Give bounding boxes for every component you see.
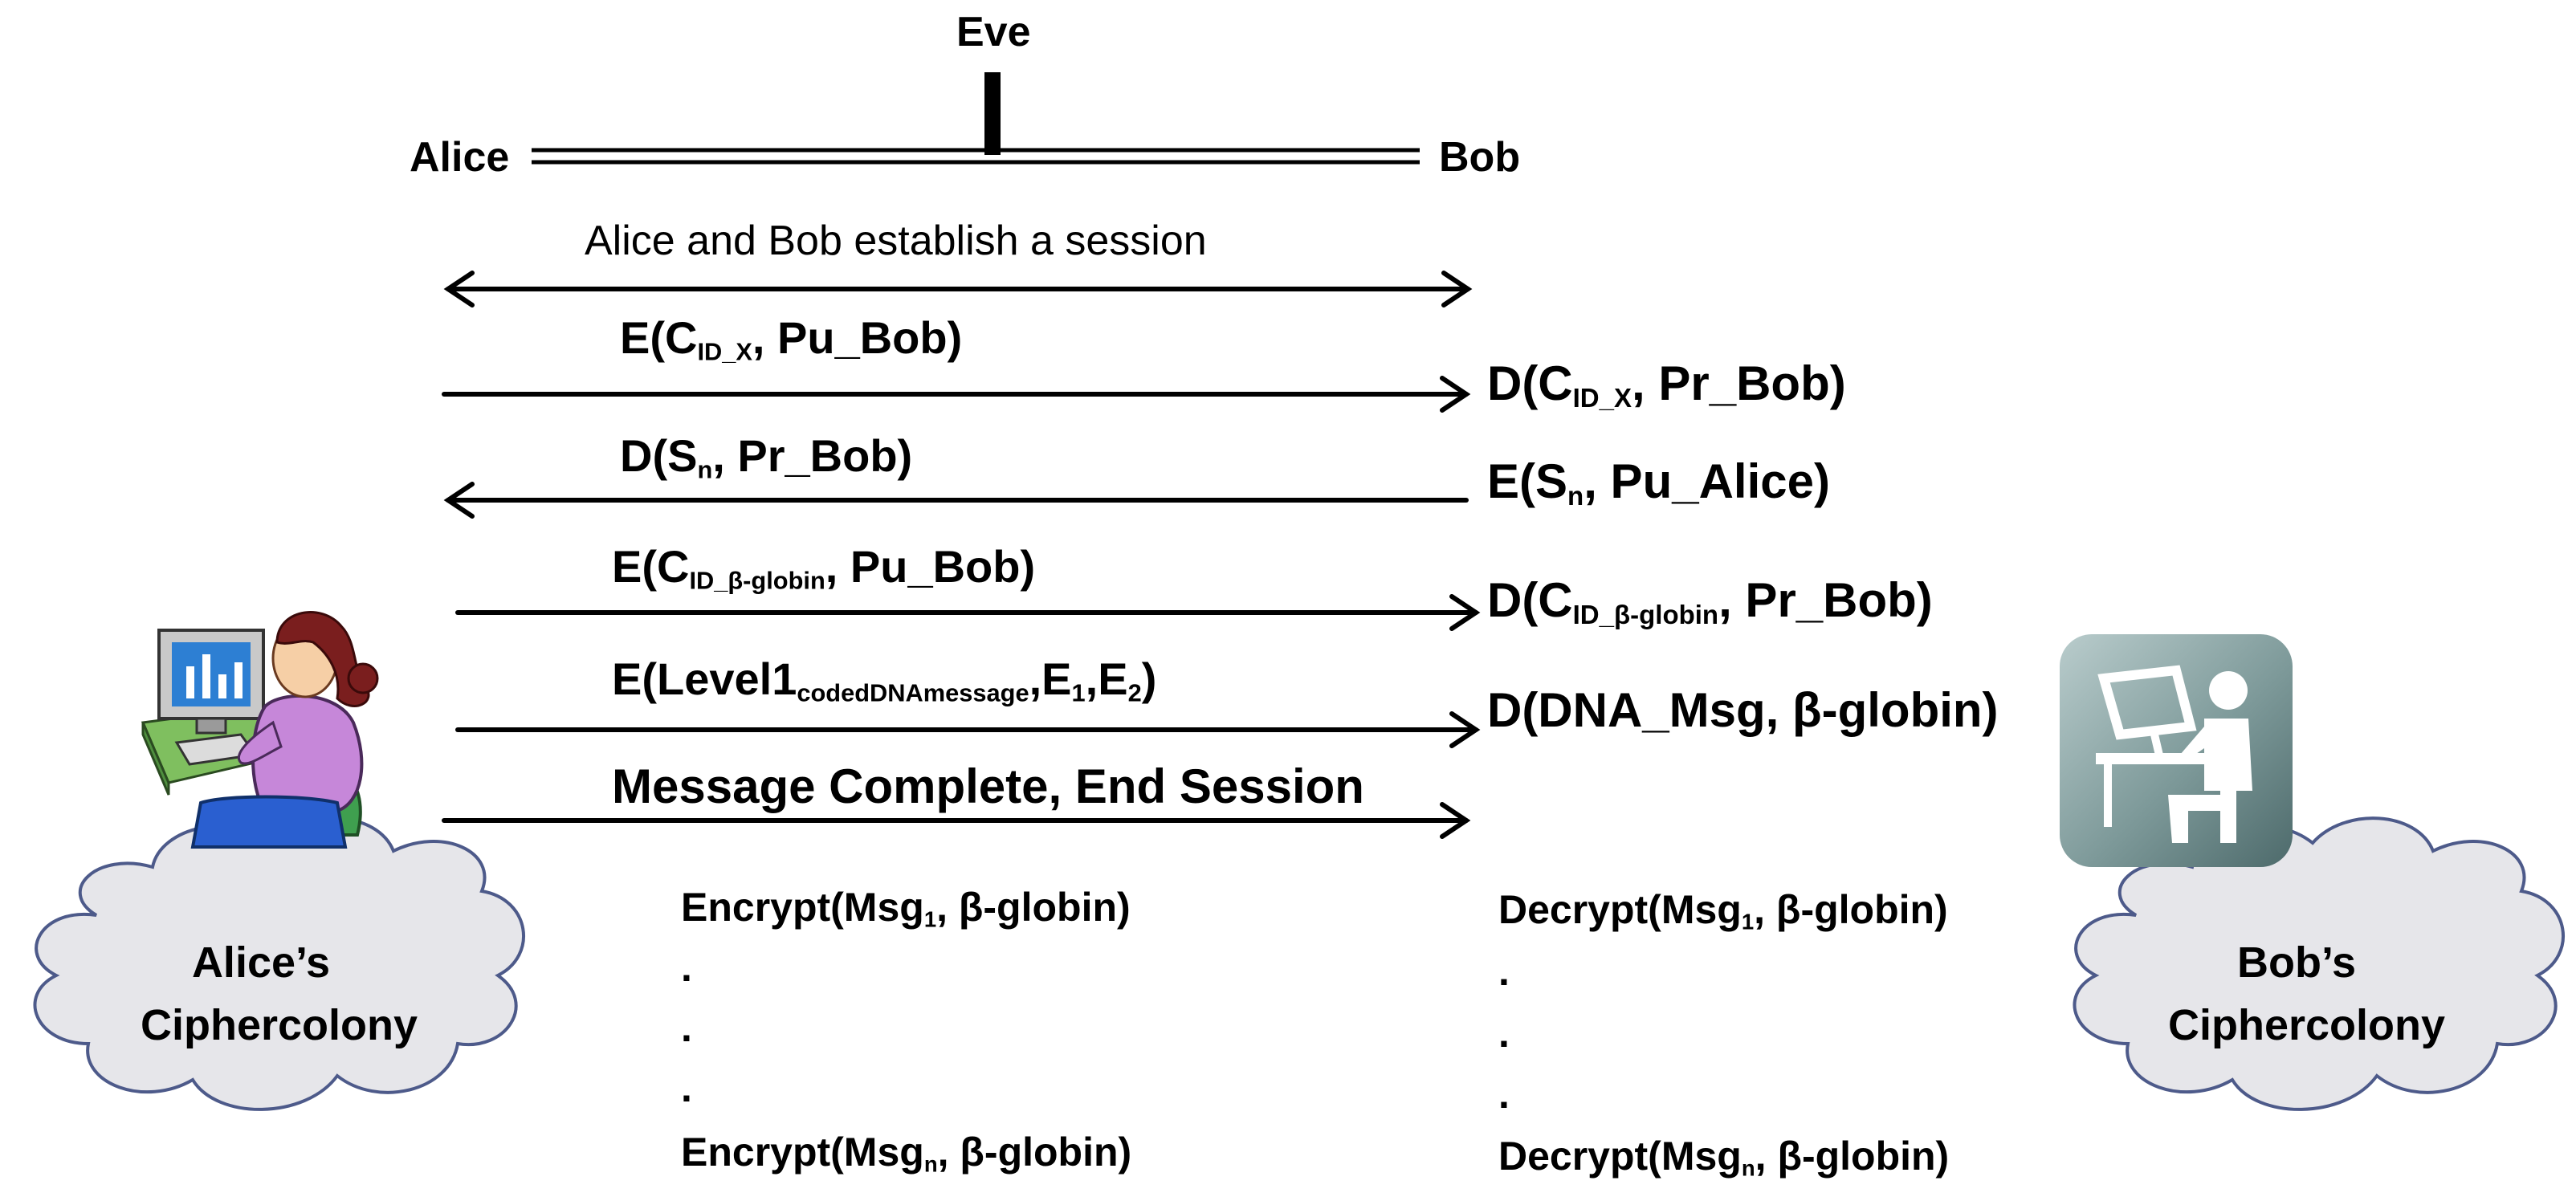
eve-label: Eve	[956, 9, 1031, 55]
decrypt-dot-2: .	[1498, 1011, 1510, 1056]
msg4-right-label: D(DNA_Msg, β-globin)	[1487, 683, 1999, 737]
alice-ciphercolony-label: Alice’s Ciphercolony	[141, 931, 418, 1057]
alice-label: Alice	[410, 134, 510, 181]
session-arrow	[443, 271, 1473, 307]
msg3-right-label: D(CID_β-globin, Pr_Bob)	[1487, 573, 1933, 630]
arrow-msg1	[442, 376, 1471, 413]
decrypt-last: Decrypt(Msgn, β-globin)	[1498, 1134, 1950, 1181]
encrypt-last: Encrypt(Msgn, β-globin)	[681, 1130, 1132, 1177]
session-label: Alice and Bob establish a session	[585, 218, 1207, 264]
encrypt-first: Encrypt(Msg1, β-globin)	[681, 885, 1131, 932]
person-at-computer-icon	[2060, 634, 2293, 867]
decrypt-dot-1: .	[1498, 949, 1510, 994]
encrypt-dot-2: .	[681, 1005, 692, 1050]
msg2-left-label: D(Sn, Pr_Bob)	[620, 430, 913, 484]
msg5-label: Message Complete, End Session	[612, 759, 1364, 813]
encrypt-dot-1: .	[681, 945, 692, 990]
msg4-left-label: E(Level1codedDNAmessage,E1,E2)	[612, 653, 1157, 707]
alice-cloud-line1: Alice’s	[191, 938, 331, 987]
channel-line	[532, 148, 1420, 165]
bob-label: Bob	[1439, 134, 1521, 181]
arrow-msg2	[443, 482, 1469, 519]
bob-ciphercolony-label: Bob’s Ciphercolony	[2168, 931, 2446, 1057]
msg1-right-label: D(CID_X, Pr_Bob)	[1487, 356, 1846, 413]
bob-cloud-line1: Bob’s	[2237, 938, 2356, 987]
eve-tap	[984, 72, 1001, 155]
woman-at-computer-icon	[141, 611, 379, 849]
bob-cloud-line2: Ciphercolony	[2168, 1001, 2446, 1050]
arrow-msg5	[442, 802, 1471, 839]
msg3-left-label: E(CID_β-globin, Pu_Bob)	[612, 541, 1036, 595]
decrypt-dot-3: .	[1498, 1072, 1510, 1117]
decrypt-first: Decrypt(Msg1, β-globin)	[1498, 887, 1948, 934]
msg2-right-label: E(Sn, Pu_Alice)	[1487, 454, 1830, 511]
encrypt-dot-3: .	[681, 1065, 692, 1110]
msg1-left-label: E(CID_X, Pu_Bob)	[620, 312, 963, 366]
arrow-msg4	[455, 711, 1481, 748]
alice-cloud-line2: Ciphercolony	[141, 1001, 418, 1050]
arrow-msg3	[455, 594, 1481, 631]
